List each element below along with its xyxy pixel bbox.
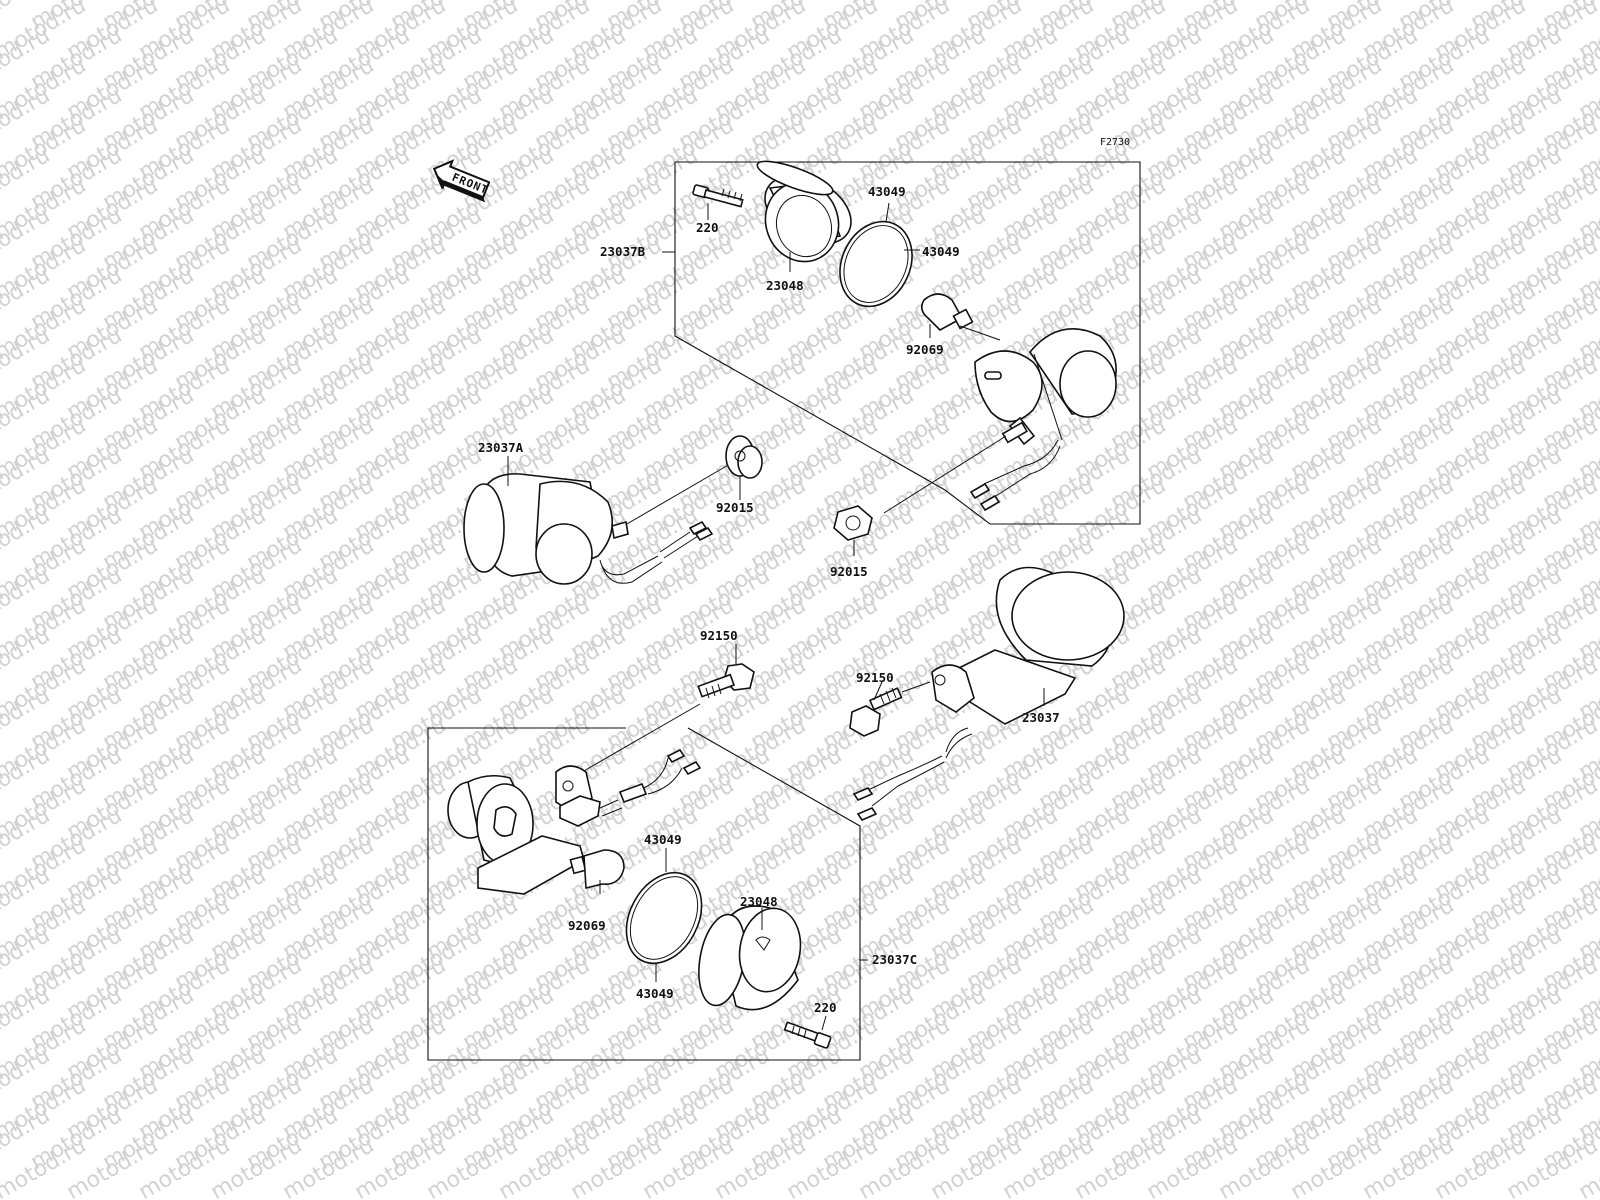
assembly-box-23037b — [674, 161, 1141, 525]
label-220-top: 220 — [696, 220, 719, 235]
label-23037b: 23037B — [600, 244, 646, 259]
gasket-43049-top — [839, 220, 913, 308]
label-43049-top-b: 43049 — [922, 244, 960, 259]
label-23048-top: 23048 — [766, 278, 804, 293]
bolt-220-bottom — [783, 1021, 832, 1049]
leader-lines — [507, 202, 1045, 1031]
lens-23048-bottom — [698, 905, 802, 1011]
label-43049-bottom-a: 43049 — [644, 832, 682, 847]
label-23037a: 23037A — [478, 440, 524, 455]
turn-signal-23037 — [852, 566, 1125, 821]
watermark-text: motod.ru — [1575, 0, 1600, 5]
label-23037: 23037 — [1022, 710, 1060, 725]
turn-signal-23037a — [463, 473, 714, 585]
label-92150-top: 92150 — [700, 628, 738, 643]
label-43049-bottom-b: 43049 — [636, 986, 674, 1001]
part-labels: 23037B 220 23048 43049 43049 92069 23037… — [478, 184, 1060, 1015]
bolt-220-top — [692, 184, 744, 208]
gasket-43049-bottom — [625, 871, 703, 965]
label-23048-bottom: 23048 — [740, 894, 778, 909]
nut-92015-mid — [833, 505, 873, 541]
figure-code: F2730 — [1100, 137, 1130, 148]
label-92015-left: 92015 — [716, 500, 754, 515]
label-92069-bottom: 92069 — [568, 918, 606, 933]
label-92069-top: 92069 — [906, 342, 944, 357]
bolt-92150-top — [697, 663, 755, 699]
label-23037c: 23037C — [872, 952, 917, 967]
bolt-92150-right — [849, 687, 903, 737]
label-92015-mid: 92015 — [830, 564, 868, 579]
bulb-92069-bottom — [569, 849, 625, 890]
bulb-92069-top — [920, 293, 974, 331]
turn-signal-23037b-body — [969, 328, 1117, 512]
lens-23048-top — [756, 160, 852, 263]
label-92150-right: 92150 — [856, 670, 894, 685]
turn-signal-23037c-housing — [447, 748, 702, 895]
assembly-box-23037c — [427, 727, 861, 1061]
label-43049-top-a: 43049 — [868, 184, 906, 199]
label-220-bottom: 220 — [814, 1000, 837, 1015]
